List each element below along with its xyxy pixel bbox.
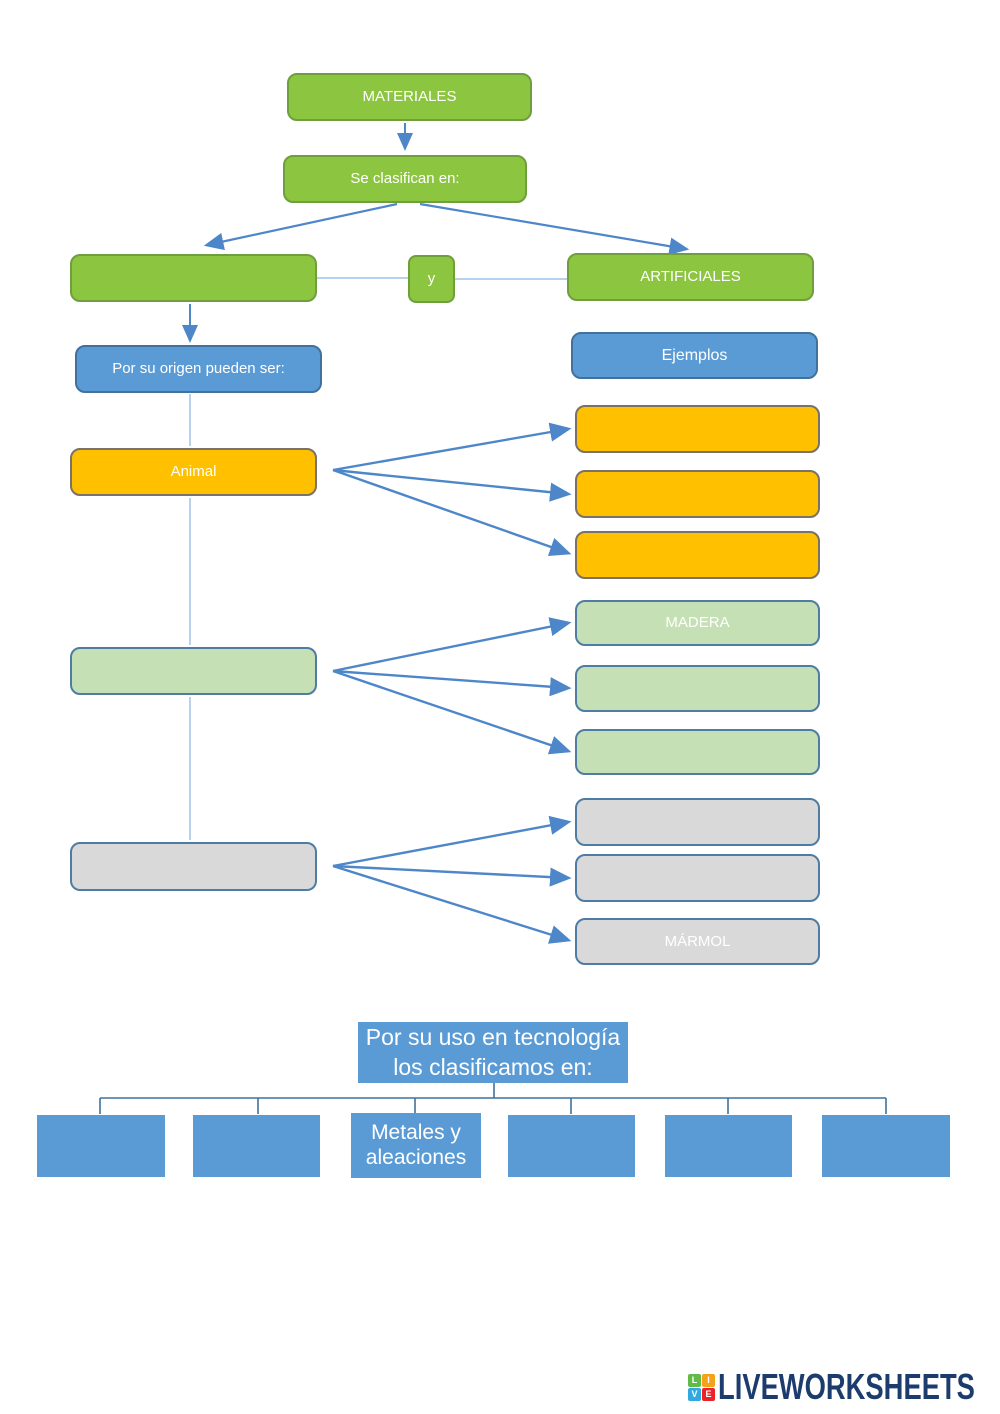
box-artificiales: ARTIFICIALES — [567, 253, 814, 301]
box-animal-example-1[interactable] — [575, 405, 820, 453]
box-third-example-2[interactable] — [575, 854, 820, 902]
box-conjunction-y: y — [408, 255, 455, 303]
box-animal: Animal — [70, 448, 317, 496]
box-third-example-1[interactable] — [575, 798, 820, 846]
arrow-clasifican-to-artificiales — [419, 202, 690, 255]
box-third-origin-empty[interactable] — [70, 842, 317, 891]
box-tech-6-empty[interactable] — [822, 1115, 950, 1177]
box-tech-3-metales: Metales y aleaciones — [351, 1113, 481, 1178]
arrows-second-origin-to-examples — [332, 617, 572, 755]
box-second-example-3[interactable] — [575, 729, 820, 775]
arrow-clasifican-to-left — [203, 202, 398, 251]
box-se-clasifican: Se clasifican en: — [283, 155, 527, 203]
box-animal-example-2[interactable] — [575, 470, 820, 518]
logo-square-l: L — [688, 1373, 701, 1387]
box-tech-5-empty[interactable] — [665, 1115, 792, 1177]
box-left-category-empty[interactable] — [70, 254, 317, 302]
box-marmol: MÁRMOL — [575, 918, 820, 965]
arrows-animal-to-examples — [332, 422, 572, 557]
box-animal-example-3[interactable] — [575, 531, 820, 579]
box-tech-2-empty[interactable] — [193, 1115, 320, 1177]
logo-square-i: I — [702, 1373, 715, 1387]
box-tech-1-empty[interactable] — [37, 1115, 165, 1177]
logo-square-v: V — [688, 1387, 701, 1401]
tech-tree-connectors — [99, 1083, 887, 1114]
logo-text: LIVEWORKSHEETS — [718, 1366, 975, 1407]
arrows-third-origin-to-examples — [332, 815, 572, 944]
liveworksheets-logo: L I V E LIVEWORKSHEETS — [688, 1366, 1000, 1408]
box-ejemplos: Ejemplos — [571, 332, 818, 379]
logo-square-e: E — [702, 1387, 715, 1401]
box-tech-4-empty[interactable] — [508, 1115, 635, 1177]
box-uso-tecnologia: Por su uso en tecnología los clasificamo… — [358, 1022, 628, 1083]
box-second-example-2[interactable] — [575, 665, 820, 712]
logo-grid-icon: L I V E — [688, 1373, 715, 1401]
box-por-su-origen: Por su origen pueden ser: — [75, 345, 322, 393]
box-materiales: MATERIALES — [287, 73, 532, 121]
box-madera: MADERA — [575, 600, 820, 646]
box-second-origin-empty[interactable] — [70, 647, 317, 695]
